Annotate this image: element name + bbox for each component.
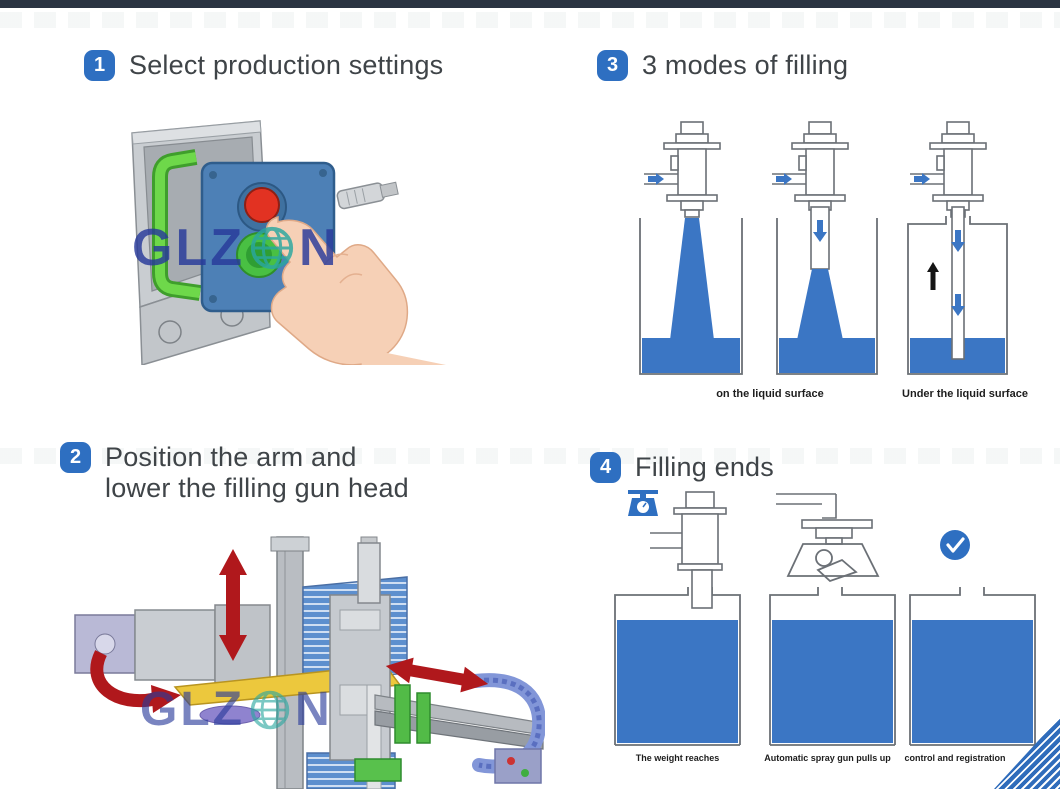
mode-caption-left: on the liquid surface [716,388,824,400]
left-right-arrow-icon [385,657,489,693]
step4-badge: 4 [590,452,621,483]
step2-title: Position the arm and lower the filling g… [105,442,409,504]
faint-watermark-strip [0,448,1060,464]
step2-title-line2: lower the filling gun head [105,473,409,503]
step4-title: Filling ends [635,452,774,482]
filling-mode-submerged [907,121,1008,375]
filling-end-done [909,530,1036,746]
step4-illustration [614,490,1036,746]
rotate-arrow-icon [90,650,157,708]
step1-title: Select production settings [129,50,444,80]
robot-arm-machine [74,536,545,789]
filling-mode-tube [771,121,878,375]
step3-badge: 3 [597,50,628,81]
filling-mode-spray [639,121,743,375]
step2-badge: 2 [60,442,91,473]
red-button [244,187,280,223]
motion-arrows [90,549,489,713]
pointing-hand [265,216,446,365]
end-caption-control: control and registration [904,753,1006,763]
green-button-center [246,242,272,268]
cable-connector [336,181,399,210]
step1-badge: 1 [84,50,115,81]
up-down-arrow-icon [219,549,247,661]
step2-title-line1: Position the arm and [105,442,357,472]
step3-title: 3 modes of filling [642,50,849,80]
step1-illustration [131,120,446,365]
end-caption-pullup: Automatic spray gun pulls up [764,753,891,763]
green-handle [152,149,202,301]
end-caption-weight: The weight reaches [635,753,720,763]
step4-header: 4 Filling ends [590,452,774,483]
step3-illustration [639,121,1008,375]
faint-watermark-strip [0,12,1060,28]
step3-header: 3 3 modes of filling [597,50,848,81]
filling-end-weight [614,491,741,746]
filling-end-pullup [769,493,896,746]
step2-header: 2 Position the arm and lower the filling… [60,442,409,504]
weighing-scale-icon [628,490,658,516]
air-up-arrow-icon [927,262,939,290]
step1-header: 1 Select production settings [84,50,443,81]
filling-gun [357,542,381,604]
check-icon [940,530,970,560]
step2-illustration [74,536,545,789]
mode-caption-right: Under the liquid surface [902,388,1028,400]
top-navy-bar [0,0,1060,8]
